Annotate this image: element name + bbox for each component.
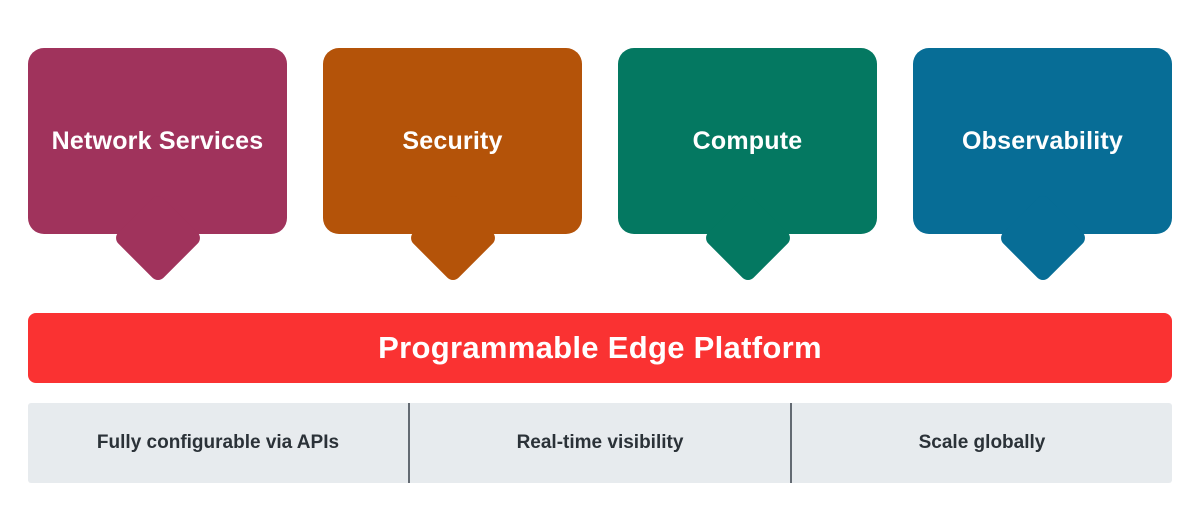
- card-network-services: Network Services: [28, 48, 287, 284]
- feature-apis: Fully configurable via APIs: [28, 403, 408, 483]
- card-tail-pointer: [702, 192, 793, 284]
- feature-label-scale: Scale globally: [918, 432, 1046, 453]
- platform-banner-label: Programmable Edge Platform: [378, 330, 822, 365]
- feature-scale: Scale globally: [790, 403, 1172, 483]
- card-label-network-services: Network Services: [51, 126, 264, 155]
- card-label-security: Security: [402, 126, 503, 155]
- card-label-observability: Observability: [962, 126, 1123, 155]
- feature-label-visibility: Real-time visibility: [516, 432, 684, 453]
- card-compute: Compute: [618, 48, 877, 284]
- card-tail-pointer: [997, 192, 1088, 284]
- feature-label-apis: Fully configurable via APIs: [96, 432, 340, 453]
- card-tail-pointer: [112, 192, 203, 284]
- platform-banner: Programmable Edge Platform: [28, 313, 1172, 383]
- features-bar: Fully configurable via APIs Real-time vi…: [28, 403, 1172, 483]
- card-observability: Observability: [913, 48, 1172, 284]
- card-tail-pointer: [407, 192, 498, 284]
- card-label-compute: Compute: [692, 126, 803, 155]
- feature-visibility: Real-time visibility: [408, 403, 790, 483]
- card-security: Security: [323, 48, 582, 284]
- category-cards-row: Network Services Security Compute Observ…: [28, 48, 1172, 284]
